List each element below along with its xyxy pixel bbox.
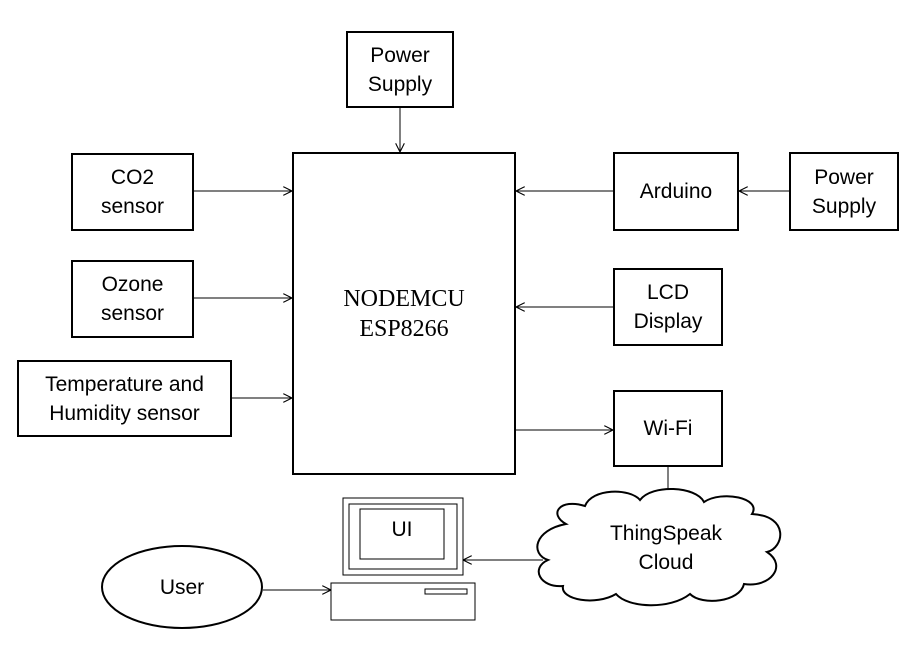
user-ellipse [101, 545, 263, 629]
arduino-box: Arduino [613, 152, 739, 231]
ozone-sensor-box: Ozone sensor [71, 260, 194, 338]
power-supply-right-box: Power Supply [789, 152, 899, 231]
wifi-box: Wi-Fi [613, 390, 723, 467]
co2-sensor-box: CO2 sensor [71, 153, 194, 231]
power-supply-top-box: Power Supply [346, 31, 454, 108]
lcd-display-box: LCD Display [613, 268, 723, 346]
temperature-humidity-sensor-box: Temperature and Humidity sensor [17, 360, 232, 437]
nodemcu-esp8266-box: NODEMCU ESP8266 [292, 152, 516, 475]
ui-label: UI [391, 517, 413, 541]
cloud-label: ThingSpeak Cloud [609, 522, 723, 574]
computer-icon [330, 497, 476, 621]
user-label: User [159, 575, 205, 599]
cloud-shape [536, 488, 782, 607]
